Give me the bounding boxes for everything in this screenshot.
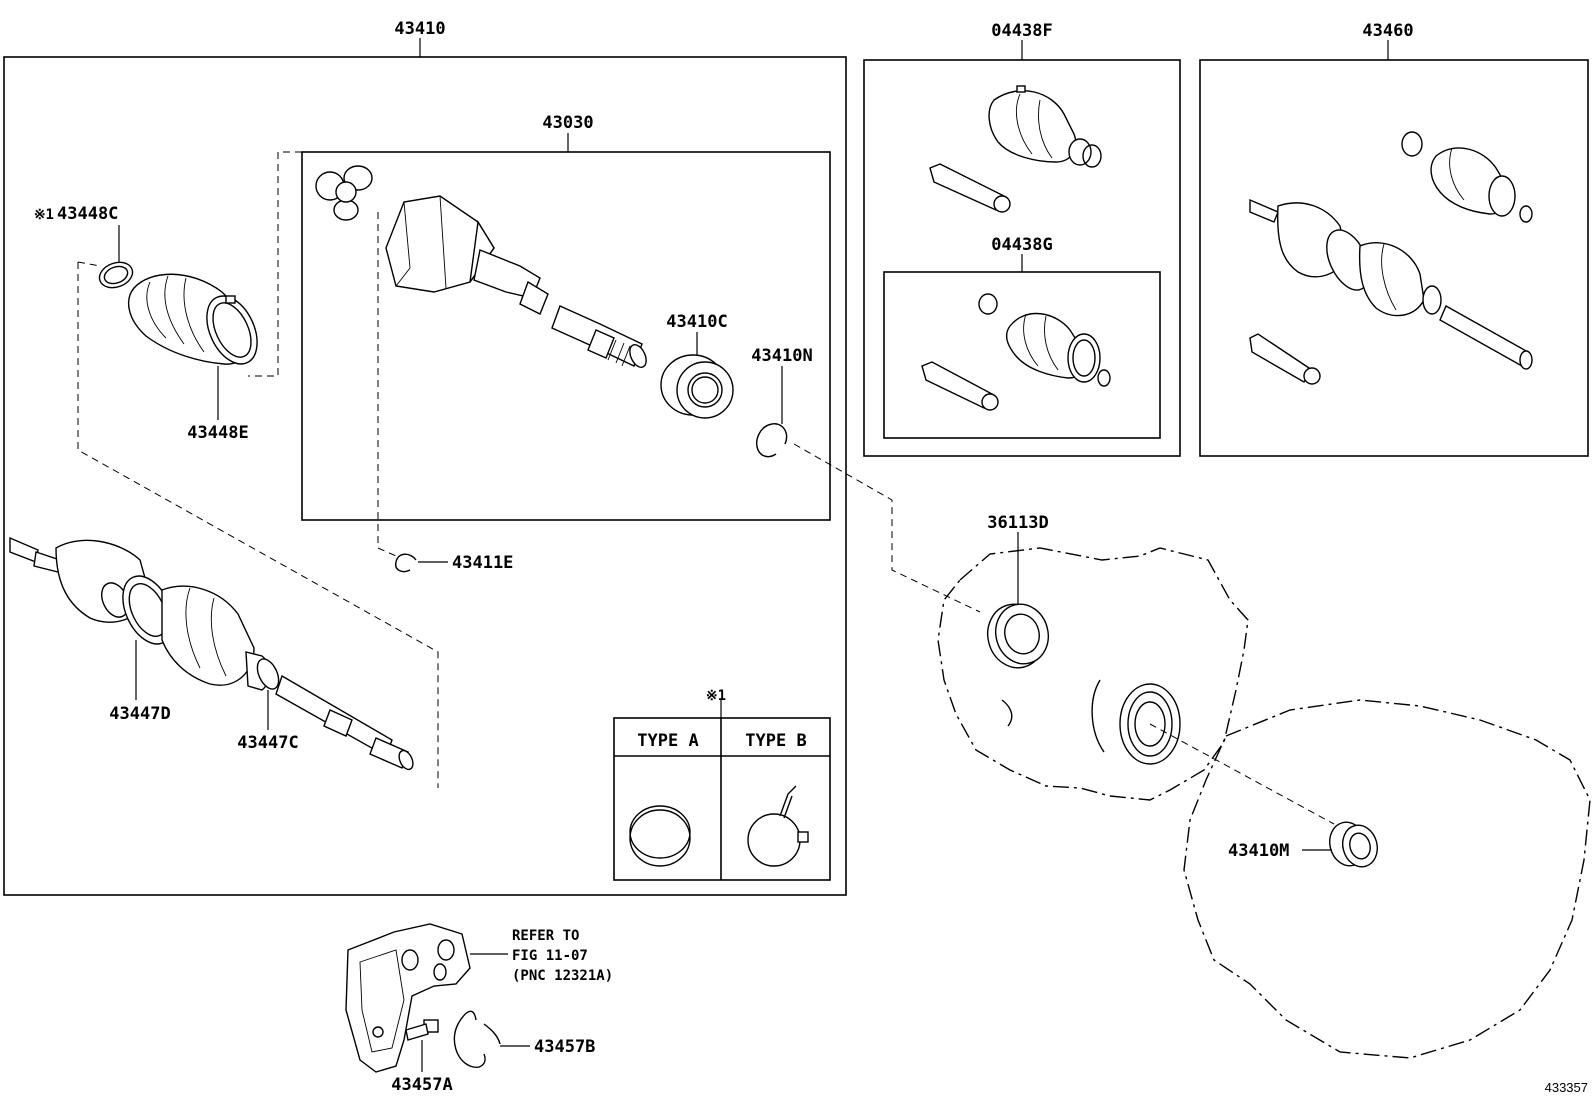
- label-43410n[interactable]: 43410N: [751, 346, 812, 366]
- label-43410[interactable]: 43410: [394, 19, 445, 39]
- clamp-43448c-part: [98, 261, 134, 289]
- refer-line-2: FIG 11-07: [512, 948, 588, 964]
- label-43447c[interactable]: 43447C: [237, 733, 298, 753]
- refer-line-3: (PNC 12321A): [512, 968, 613, 984]
- circlip-43411e-part: [395, 553, 417, 573]
- label-43448e[interactable]: 43448E: [187, 423, 248, 443]
- figure-id: 433357: [1545, 1080, 1588, 1095]
- bearing-43410c-part: [660, 354, 734, 419]
- label-43448c[interactable]: 43448C: [57, 204, 118, 224]
- label-43410c[interactable]: 43410C: [666, 312, 727, 332]
- type-a-clamp-icon: [629, 805, 691, 867]
- clamp-marker-1: ※1: [34, 207, 54, 223]
- type-b-label: TYPE B: [745, 731, 806, 751]
- label-36113d[interactable]: 36113D: [987, 513, 1048, 533]
- transaxle-housing-lower: [1183, 699, 1591, 1059]
- boot-kit-f-boot-part: [988, 85, 1102, 168]
- label-43030[interactable]: 43030: [542, 113, 593, 133]
- snap-ring-43410n-part: [756, 423, 788, 458]
- inboard-housing-part: [385, 195, 549, 315]
- transaxle-housing-upper: [937, 547, 1249, 801]
- label-43457b[interactable]: 43457B: [534, 1037, 595, 1057]
- assembly-43410-box: [3, 56, 847, 896]
- label-43457a[interactable]: 43457A: [391, 1075, 452, 1095]
- boot-kit-f-grease-part: [929, 163, 1011, 213]
- bearing-bracket-part: [345, 923, 471, 1073]
- outboard-joint-parts: [1249, 131, 1533, 385]
- boot-43448e-part: [127, 273, 258, 365]
- oil-seal-36113d-part: [987, 603, 1049, 669]
- tripod-joint-part: [315, 165, 373, 221]
- boot-kit-g-parts: [921, 293, 1111, 411]
- clamp-table-marker: ※1: [706, 688, 726, 704]
- clamp-type-table: ※1 TYPE A TYPE B: [613, 688, 831, 881]
- label-43410m[interactable]: 43410M: [1228, 841, 1289, 861]
- housing-bore: [1119, 683, 1181, 765]
- inboard-joint-43030-box: [301, 151, 831, 521]
- label-04438f[interactable]: 04438F: [991, 21, 1052, 41]
- label-43447d[interactable]: 43447D: [109, 704, 170, 724]
- type-b-clamp-icon: [747, 785, 809, 867]
- type-a-label: TYPE A: [637, 731, 698, 751]
- ring-43457b-part: [453, 1010, 501, 1068]
- inboard-shaft-part: [551, 305, 647, 368]
- outboard-joint-43460-box: [1199, 59, 1589, 457]
- driveshaft-assembly-part: [9, 536, 414, 771]
- refer-line-1: REFER TO: [512, 928, 579, 944]
- label-43411e[interactable]: 43411E: [452, 553, 513, 573]
- bolt-43457a-part: [405, 1019, 439, 1041]
- seal-43410m-part: [1329, 821, 1378, 868]
- label-43460[interactable]: 43460: [1362, 21, 1413, 41]
- label-04438g[interactable]: 04438G: [991, 235, 1052, 255]
